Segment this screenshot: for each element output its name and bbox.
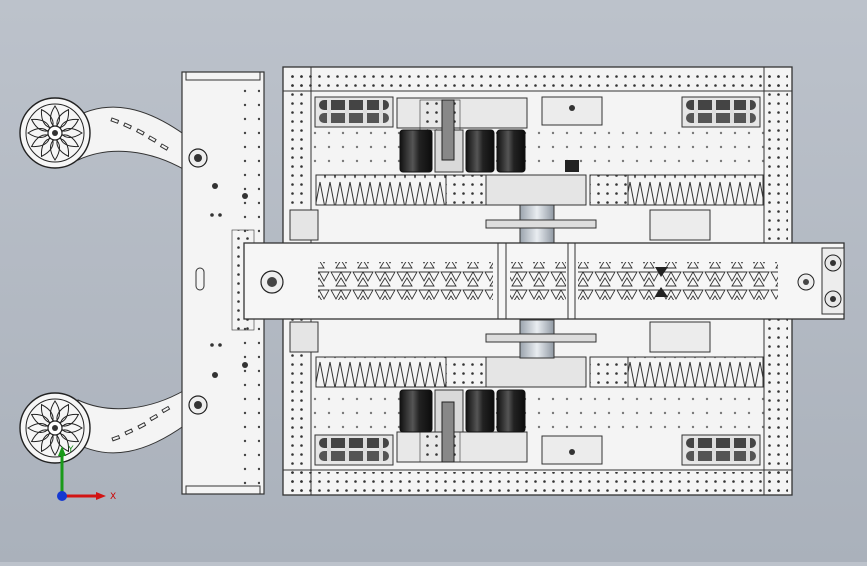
left-intake-arms — [19, 97, 186, 464]
x-axis-label: X — [110, 492, 116, 502]
z-axis-point — [57, 491, 67, 501]
truss-beams — [315, 160, 764, 388]
x-axis-arrowhead — [96, 492, 106, 500]
top-gearbox-motors — [396, 96, 603, 173]
left-intake-plate — [181, 71, 265, 495]
y-axis-label: Y — [67, 445, 74, 455]
corner-roller-stacks — [314, 96, 761, 466]
center-shafts — [289, 204, 711, 359]
arm-end-rollers — [821, 247, 845, 315]
top-omni-wheel — [19, 97, 91, 169]
arm-left-hub — [260, 270, 284, 294]
arm-right-hub — [797, 273, 815, 291]
coordinate-triad: X Y — [48, 440, 118, 510]
center-lift-arm — [243, 242, 845, 320]
bottom-gearbox-motors — [396, 389, 603, 465]
y-axis-arrowhead — [58, 446, 66, 456]
bottom-omni-wheel — [19, 392, 91, 464]
